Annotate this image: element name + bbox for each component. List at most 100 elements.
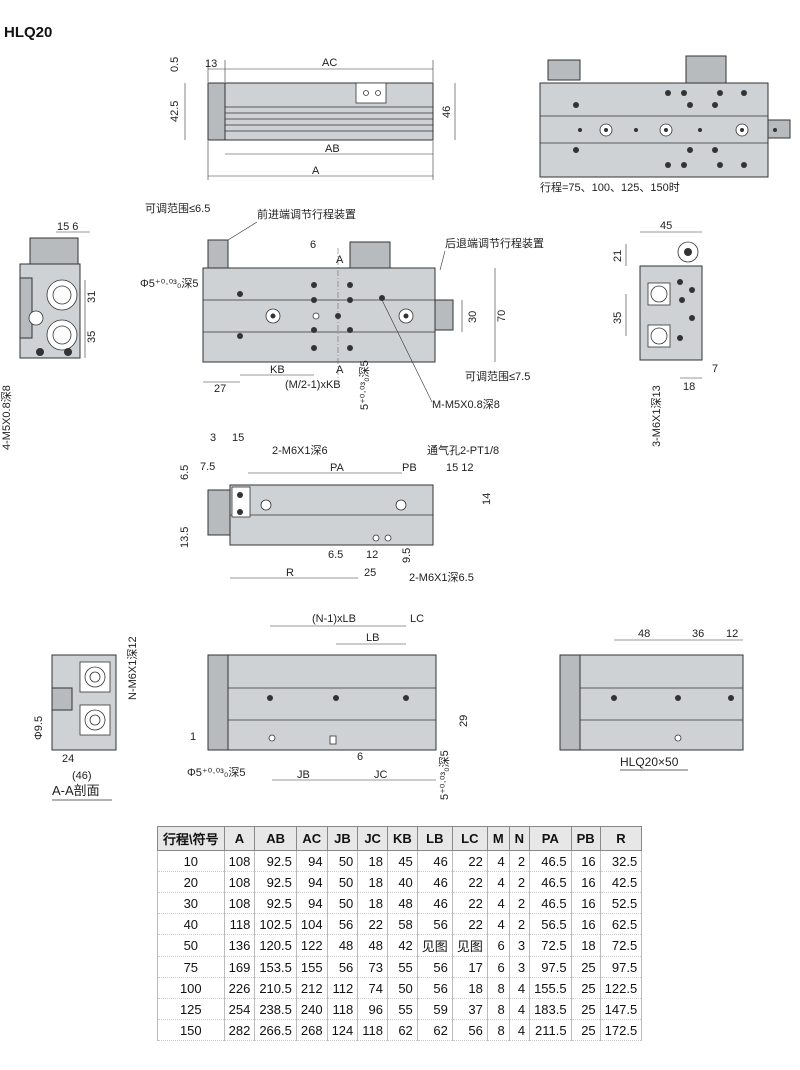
- table-cell: 40: [387, 871, 418, 893]
- table-cell: 4: [486, 913, 510, 935]
- table-cell: 266.5: [254, 1019, 297, 1041]
- table-cell: 120.5: [254, 934, 297, 957]
- dim-30: 30: [467, 311, 479, 323]
- dim-14: 14: [481, 493, 493, 505]
- bottom-view: (N-1)xLB LB LC 29 1 6 Φ5⁺⁰·⁰³₀深5 JB JC 5…: [187, 613, 470, 800]
- technical-drawing: 13 AC AB A 0.5 42.5 46 行程=75、100、12: [0, 55, 791, 801]
- dim-15-6: 15 6: [57, 221, 78, 233]
- table-cell: 20: [157, 871, 225, 893]
- table-cell: 55: [387, 998, 418, 1020]
- dim-21: 21: [612, 250, 624, 262]
- dim-35-right: 35: [612, 312, 624, 324]
- dim-24: 24: [62, 753, 74, 765]
- m6x6-note: 2-M6X1深6: [272, 444, 328, 457]
- section-a-bottom: A: [336, 364, 344, 376]
- table-header-cell: N: [508, 826, 531, 851]
- table-cell: 4: [486, 892, 510, 914]
- table-cell: 72.5: [529, 934, 572, 957]
- table-cell: 94: [295, 892, 328, 914]
- dim-7-5: 7.5: [200, 461, 215, 473]
- table-header-cell: AB: [254, 826, 297, 851]
- dim-ac: AC: [322, 57, 337, 69]
- pin-hole-note: Φ5⁺⁰·⁰³₀深5: [140, 277, 199, 290]
- n-m6-note: N-M6X1深12: [126, 636, 139, 700]
- dim-r: R: [286, 567, 294, 579]
- dim-lb: LB: [366, 632, 379, 644]
- dim-12-vent: 12: [366, 549, 378, 561]
- dim-pb: PB: [402, 462, 417, 474]
- table-cell: 16: [570, 913, 601, 935]
- dim-70: 70: [496, 310, 508, 322]
- table-cell: 4: [508, 998, 531, 1020]
- table-cell: 62.5: [599, 913, 643, 935]
- table-cell: 52.5: [599, 892, 643, 914]
- table-cell: 16: [570, 871, 601, 893]
- table-cell: 46: [416, 871, 453, 893]
- table-cell: 136: [223, 934, 256, 957]
- table-cell: 25: [570, 977, 601, 999]
- table-cell: 50: [326, 892, 359, 914]
- depth-5-note: 5⁺⁰·⁰³₀深5: [358, 360, 371, 410]
- dim-29: 29: [458, 715, 470, 727]
- table-cell: 108: [223, 892, 256, 914]
- table-cell: 46: [416, 850, 453, 872]
- dim-jc: JC: [374, 769, 388, 781]
- table-cell: 16: [570, 892, 601, 914]
- table-cell: 56.5: [529, 913, 572, 935]
- table-cell: 18: [357, 850, 389, 872]
- table-cell: 102.5: [254, 913, 297, 935]
- dim-6-bottom: 6: [357, 751, 363, 763]
- table-cell: 25: [570, 1019, 601, 1041]
- table-cell: 153.5: [254, 956, 297, 978]
- dim-31: 31: [86, 291, 98, 303]
- dim-13-5: 13.5: [179, 527, 191, 548]
- table-cell: 46: [416, 892, 453, 914]
- table-cell: 16: [570, 850, 601, 872]
- table-cell: 268: [295, 1019, 328, 1041]
- table-cell: 125: [157, 998, 225, 1020]
- table-cell: 155: [295, 956, 328, 978]
- table-header-cell: 行程\符号: [157, 826, 225, 851]
- table-header-cell: AC: [295, 826, 328, 851]
- table-cell: 18: [570, 934, 601, 957]
- dim-13: 13: [205, 58, 217, 70]
- table-cell: 6: [486, 956, 510, 978]
- long-stroke-plan-view: 行程=75、100、125、150时: [539, 55, 791, 194]
- dim-42-5: 42.5: [169, 101, 181, 122]
- table-cell: 2: [508, 850, 531, 872]
- dim-48: 48: [638, 628, 650, 640]
- table-cell: 254: [223, 998, 256, 1020]
- table-cell: 22: [451, 892, 488, 914]
- table-cell: 56: [416, 956, 453, 978]
- table-header-cell: JC: [357, 826, 389, 851]
- table-cell: 75: [157, 956, 225, 978]
- table-cell: 62: [416, 1019, 453, 1041]
- table-cell: 3: [508, 934, 531, 957]
- stroke-note: 行程=75、100、125、150时: [540, 181, 680, 194]
- dim-15-12: 15 12: [446, 462, 474, 474]
- dim-1: 1: [190, 731, 196, 743]
- dim-pa: PA: [330, 462, 345, 474]
- table-cell: 22: [357, 913, 389, 935]
- dim-ab: AB: [325, 143, 340, 155]
- table-cell: 48: [326, 934, 359, 957]
- phi-9-5: Φ9.5: [33, 716, 45, 740]
- table-cell: 56: [326, 956, 359, 978]
- table-cell: 226: [223, 977, 256, 999]
- table-cell: 3: [508, 956, 531, 978]
- rear-adjust-label: 后退端调节行程装置: [445, 237, 544, 250]
- dim-kb: KB: [270, 364, 285, 376]
- table-cell: 122.5: [599, 977, 643, 999]
- table-cell: 118: [223, 913, 256, 935]
- dim-46: 46: [441, 106, 453, 118]
- table-cell: 25: [570, 956, 601, 978]
- table-cell: 74: [357, 977, 389, 999]
- table-cell: 92.5: [254, 892, 297, 914]
